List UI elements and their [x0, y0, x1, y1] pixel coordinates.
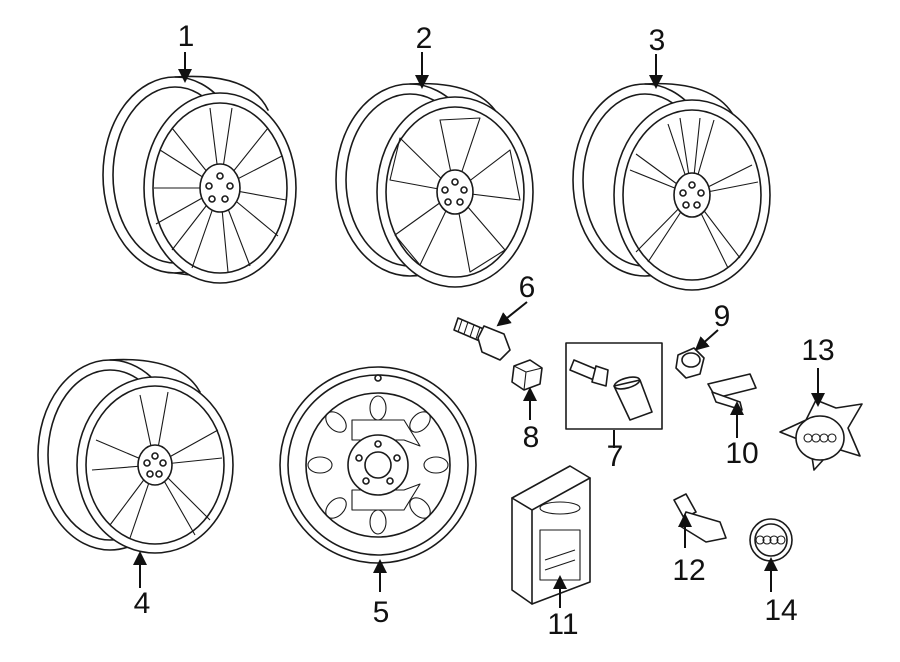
- callout-8: 8: [523, 421, 540, 454]
- callout-1: 1: [178, 20, 195, 53]
- callout-11: 11: [547, 608, 578, 641]
- callout-labels: 1 2 3 4 5 6 7 8 9 10 11 12 13 14: [134, 20, 835, 641]
- callout-9: 9: [714, 300, 731, 333]
- lug-bolt: [453, 317, 511, 361]
- callout-2: 2: [416, 22, 433, 55]
- callout-4: 4: [134, 587, 151, 620]
- wheel-4: [37, 358, 234, 554]
- bolt-cap: [511, 359, 543, 391]
- callout-7: 7: [607, 440, 624, 473]
- wheel-2: [335, 82, 534, 288]
- cap: [675, 347, 705, 379]
- center-cap-star: [779, 399, 863, 471]
- bolt-cap-kit-box: [511, 465, 591, 605]
- callout-13: 13: [801, 334, 834, 367]
- cap-removal-tool: [707, 373, 757, 411]
- callout-5: 5: [373, 596, 390, 629]
- arrow-6: [496, 301, 528, 327]
- callout-6: 6: [519, 271, 536, 304]
- wheel-1: [102, 75, 297, 284]
- arrow-9: [694, 329, 719, 351]
- callout-3: 3: [649, 24, 666, 57]
- callout-arrows: [133, 52, 825, 608]
- callout-12: 12: [672, 554, 705, 587]
- center-cap-round: [749, 518, 793, 562]
- callout-10: 10: [725, 437, 758, 470]
- valve-stem: [673, 493, 727, 543]
- callout-14: 14: [764, 594, 797, 627]
- wheel-3: [572, 82, 771, 291]
- locking-bolt-kit: [565, 342, 663, 430]
- wheel-5: [279, 366, 477, 564]
